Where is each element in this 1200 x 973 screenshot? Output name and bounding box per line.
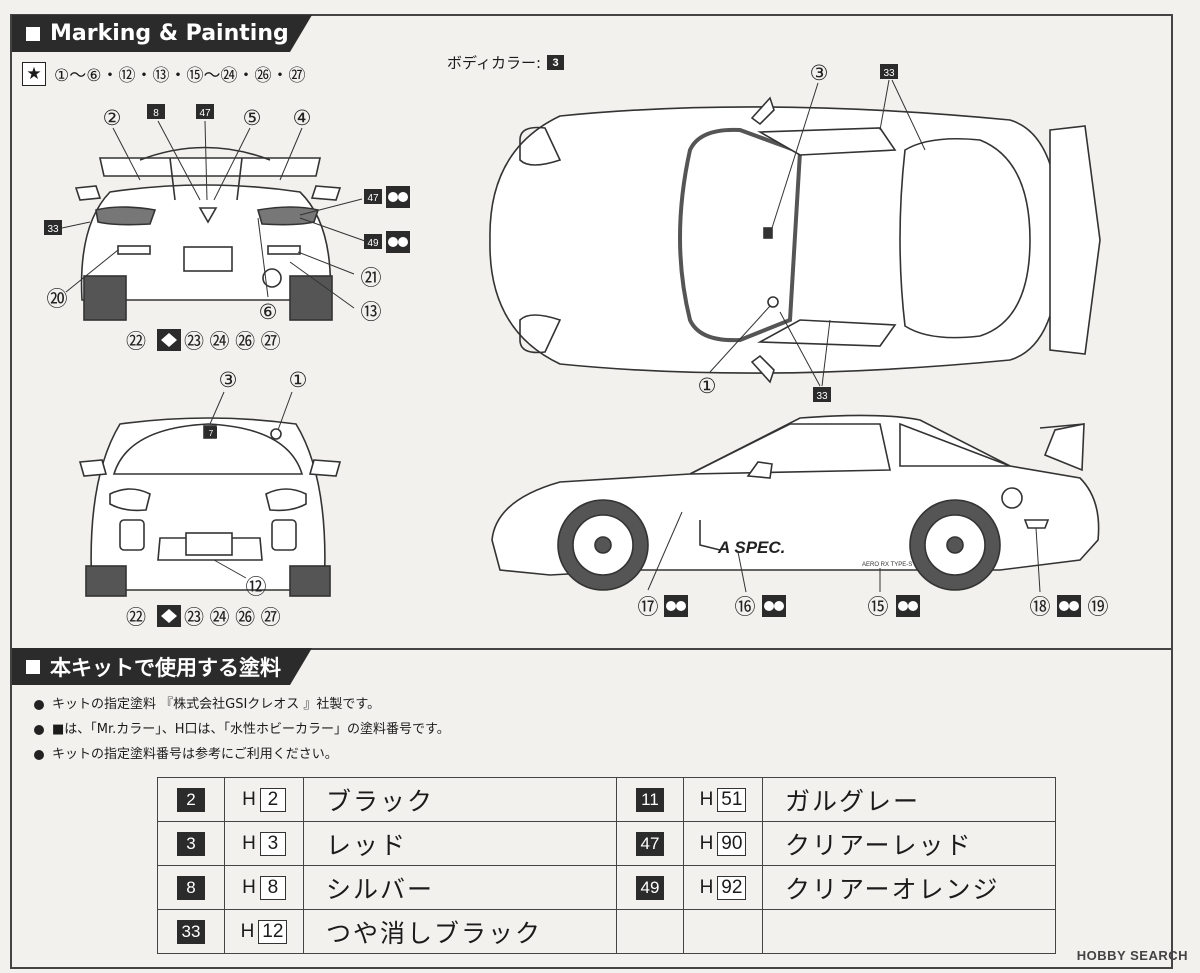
paint-code: 3 [177, 831, 205, 856]
svg-text:47: 47 [367, 193, 379, 204]
svg-text:③: ③ [219, 369, 238, 392]
front-sequence: ㉒ ㉓ ㉔ ㉖ ㉗ [126, 605, 281, 629]
instruction-frame [10, 14, 1173, 969]
paint-name: レッド [303, 821, 617, 866]
h-code: 51 [717, 787, 747, 812]
rear-paint-refs: 8 47 33 47 49 [44, 104, 410, 253]
svg-text:㉒: ㉒ [126, 606, 146, 629]
skirt-text: AERO RX TYPE-S [862, 562, 912, 568]
top-paint-refs: 33 33 [813, 64, 898, 402]
rear-view [74, 146, 342, 321]
front-view [78, 417, 342, 597]
paint-code: 47 [636, 831, 664, 856]
rear-callouts: ② ⑤ ④ ⑳ ㉑ ⑥ ⑬ [47, 107, 382, 324]
rear-sequence: ㉒ ㉓ ㉔ ㉖ ㉗ [126, 329, 281, 353]
svg-text:⑳: ⑳ [47, 288, 68, 311]
svg-text:49: 49 [367, 238, 379, 249]
svg-text:④: ④ [293, 107, 312, 130]
h-code: 8 [259, 875, 286, 900]
paint-header-square-icon [26, 660, 40, 674]
svg-text:33: 33 [883, 68, 895, 79]
decal-list: ★ ①～⑥・⑫・⑬・⑮～㉔・㉖・㉗ [22, 61, 305, 86]
svg-text:⑫: ⑫ [246, 576, 267, 599]
paint-header: 本キットで使用する塗料 [12, 648, 312, 685]
header-square-icon [26, 27, 40, 41]
side-decals: A SPEC. AERO RX TYPE-S [717, 538, 912, 568]
h-code: 2 [259, 787, 286, 812]
svg-text:③: ③ [810, 62, 829, 85]
note-2: ■は、「Mr.カラー」、H口は、「水性ホビーカラー」の塗料番号です。 [34, 717, 450, 742]
star-icon: ★ [22, 61, 46, 86]
paint-code: 11 [636, 787, 664, 812]
side-view [491, 414, 1100, 591]
svg-text:⑥: ⑥ [259, 301, 278, 324]
svg-text:⑤: ⑤ [243, 107, 262, 130]
paint-code: 33 [177, 919, 205, 944]
paint-name: つや消しブラック [303, 909, 617, 954]
svg-text:⑯: ⑯ [735, 596, 756, 619]
svg-text:7: 7 [209, 429, 214, 438]
svg-text:㉒: ㉒ [126, 330, 146, 353]
paint-name: ブラック [303, 777, 617, 822]
bullet-icon [34, 749, 44, 760]
svg-text:47: 47 [199, 108, 211, 119]
svg-text:㉑: ㉑ [361, 267, 382, 290]
empty-cell [683, 909, 763, 954]
empty-cell [616, 909, 684, 954]
h-code: 3 [259, 831, 286, 856]
door-text: A SPEC. [717, 538, 785, 557]
note-3: キットの指定塗料番号は参考にご利用ください。 [34, 742, 450, 767]
front-callouts: ③ ① ⑫ [219, 369, 308, 599]
bullet-icon [34, 699, 44, 710]
paint-code: 2 [177, 787, 205, 812]
h-code: 92 [717, 875, 747, 900]
svg-text:⑬: ⑬ [361, 301, 382, 324]
body-color-label: ボディカラー: [447, 54, 542, 72]
watermark: HOBBY SEARCH [1076, 948, 1188, 963]
paint-notes: キットの指定塗料 『株式会社GSIクレオス 』社製です。 ■は、「Mr.カラー」… [34, 692, 450, 767]
bullet-icon [34, 724, 44, 735]
paint-title: 本キットで使用する塗料 [50, 655, 281, 680]
body-color-paint: 3 [547, 55, 565, 70]
top-callouts: ③ ① [698, 62, 829, 398]
empty-cell [762, 909, 1056, 954]
svg-text:①: ① [698, 375, 717, 398]
svg-text:8: 8 [153, 108, 159, 119]
svg-text:⑰: ⑰ [638, 596, 659, 619]
decal-numbers: ①～⑥・⑫・⑬・⑮～㉔・㉖・㉗ [54, 66, 306, 85]
svg-text:⑱: ⑱ [1030, 596, 1051, 619]
top-view [489, 96, 1101, 384]
body-color: ボディカラー: 3 [447, 52, 565, 73]
side-callouts: ⑰ ⑯ ⑮ ⑱ ⑲ [638, 596, 1109, 619]
paint-name: ガルグレー [762, 777, 1056, 822]
paint-code: 49 [636, 875, 664, 900]
note-1: キットの指定塗料 『株式会社GSIクレオス 』社製です。 [34, 692, 450, 717]
paint-name: シルバー [303, 865, 617, 910]
paint-code: 8 [177, 875, 205, 900]
svg-text:33: 33 [816, 391, 828, 402]
front-paint-ref: 7 [205, 427, 217, 438]
svg-text:㉓ ㉔ ㉖ ㉗: ㉓ ㉔ ㉖ ㉗ [184, 330, 281, 353]
svg-text:⑮: ⑮ [868, 596, 889, 619]
section-divider [10, 648, 1173, 650]
svg-text:㉓ ㉔ ㉖ ㉗: ㉓ ㉔ ㉖ ㉗ [184, 606, 281, 629]
svg-text:33: 33 [47, 224, 59, 235]
svg-text:①: ① [289, 369, 308, 392]
marking-painting-title: Marking & Painting [50, 21, 289, 46]
h-code: 12 [258, 919, 288, 944]
svg-text:⑲: ⑲ [1088, 596, 1109, 619]
paint-name: クリアーレッド [762, 821, 1056, 866]
paint-name: クリアーオレンジ [762, 865, 1056, 910]
h-code: 90 [717, 831, 747, 856]
marking-painting-header: Marking & Painting [12, 15, 312, 52]
svg-text:②: ② [103, 107, 122, 130]
